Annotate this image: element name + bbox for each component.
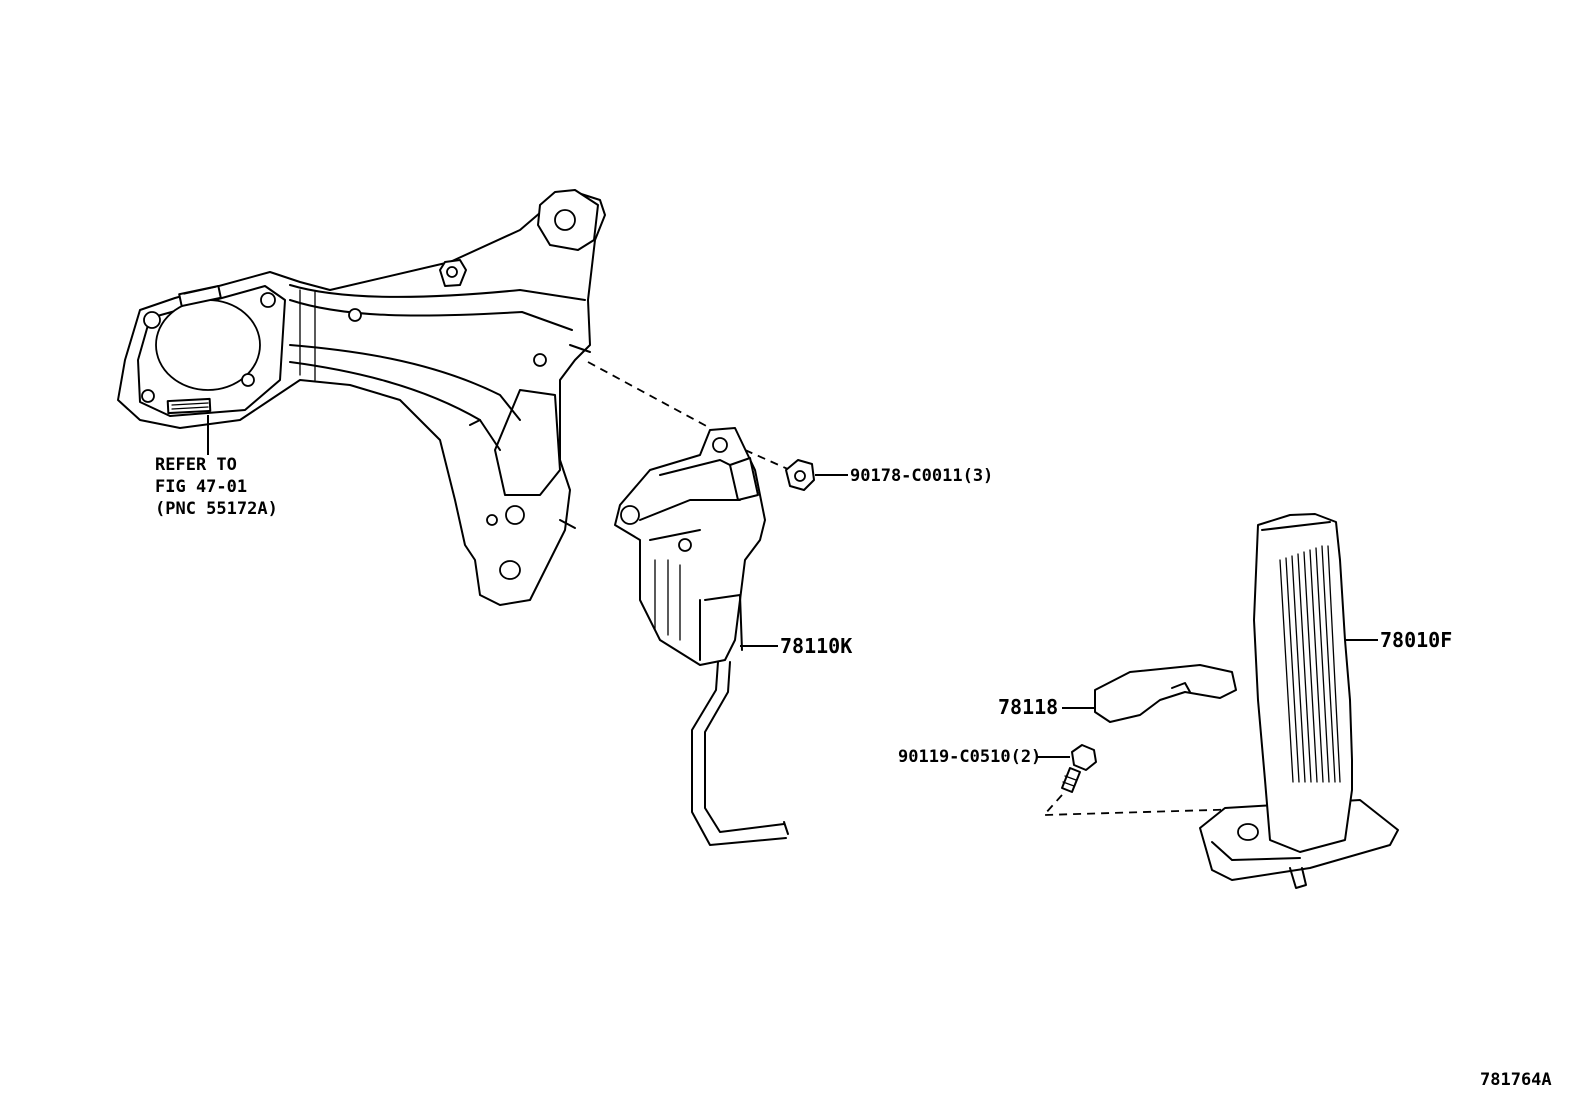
bolt-part-number: 90119-C0510(2) bbox=[898, 747, 1041, 767]
assembly-line-bolt bbox=[1041, 794, 1281, 816]
accelerator-sensor-assembly bbox=[614, 427, 789, 846]
pedal-support-bracket bbox=[117, 189, 606, 606]
nut bbox=[785, 459, 815, 491]
pedal-stopper bbox=[1094, 664, 1237, 723]
assembly-line-bracket bbox=[587, 361, 711, 429]
reference-line-2: FIG 47-01 bbox=[155, 477, 247, 497]
figure-id: 781764A bbox=[1480, 1070, 1552, 1090]
reference-line-1: REFER TO bbox=[155, 455, 237, 475]
pedal-part-number: 78010F bbox=[1380, 628, 1452, 652]
reference-line-3: (PNC 55172A) bbox=[155, 499, 278, 519]
sensor-part-number: 78110K bbox=[780, 634, 852, 658]
bolt bbox=[1061, 744, 1097, 793]
stopper-part-number: 78118 bbox=[998, 695, 1058, 719]
accelerator-pedal-assembly bbox=[1199, 513, 1399, 889]
nut-part-number: 90178-C0011(3) bbox=[850, 466, 993, 486]
